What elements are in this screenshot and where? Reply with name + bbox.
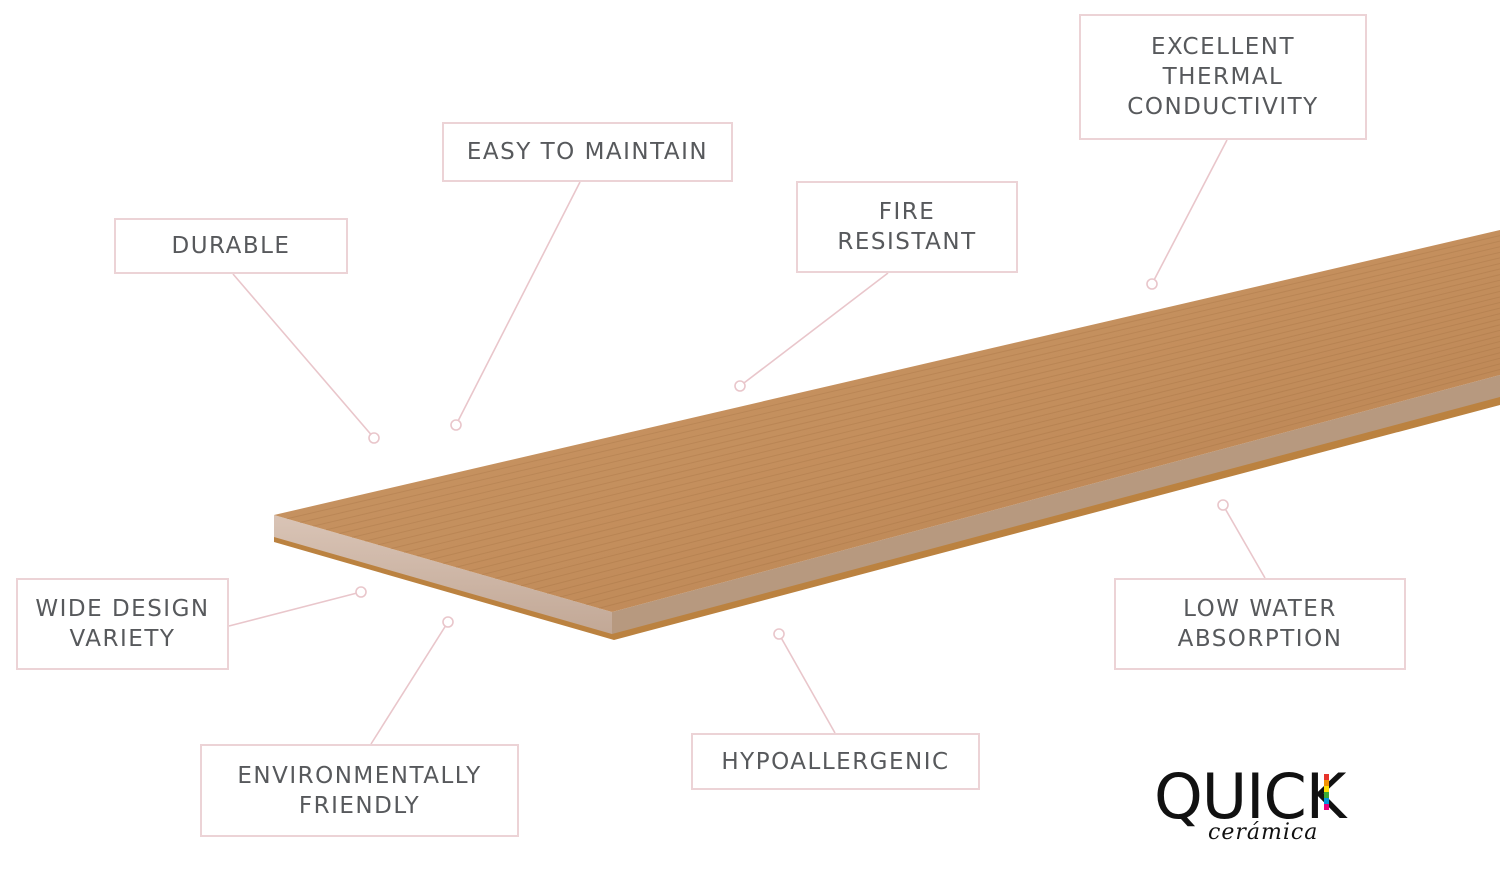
grain-line bbox=[481, 318, 1500, 576]
logo-stripe bbox=[1324, 804, 1329, 810]
leader-line-thermal-conductivity bbox=[1151, 139, 1228, 285]
grain-line bbox=[364, 268, 1500, 542]
grain-line bbox=[455, 307, 1500, 568]
grain-line bbox=[312, 246, 1500, 527]
grain-line bbox=[468, 313, 1500, 572]
leader-lines bbox=[228, 139, 1266, 745]
feature-label-line: RESISTANT bbox=[837, 229, 977, 255]
feature-label-line: VARIETY bbox=[69, 626, 176, 652]
leader-dot-environmentally-friendly bbox=[442, 616, 454, 628]
grain-line bbox=[494, 324, 1500, 579]
feature-label-line: LOW WATER bbox=[1183, 596, 1337, 622]
grain-line bbox=[507, 329, 1500, 583]
logo-stripe bbox=[1324, 798, 1329, 804]
grain-line bbox=[572, 357, 1500, 602]
feature-label-line: FIRE bbox=[878, 199, 936, 225]
leader-dot-wide-design-variety bbox=[355, 586, 367, 598]
grain-line bbox=[442, 302, 1500, 564]
grain-line bbox=[520, 335, 1500, 587]
feature-label-line: THERMAL bbox=[1162, 64, 1284, 90]
feature-box-low-water-absorption: LOW WATER ABSORPTION bbox=[1114, 578, 1406, 670]
leader-dot-fire-resistant bbox=[734, 380, 746, 392]
leader-line-hypoallergenic bbox=[778, 633, 836, 734]
grain-line bbox=[559, 352, 1500, 598]
leader-dot-low-water-absorption bbox=[1217, 499, 1229, 511]
grain-line bbox=[585, 363, 1500, 606]
leader-line-low-water-absorption bbox=[1222, 504, 1266, 579]
grain-line bbox=[351, 262, 1500, 538]
leader-line-wide-design-variety bbox=[228, 591, 362, 627]
feature-label-line: DURABLE bbox=[171, 233, 291, 259]
feature-box-easy-to-maintain: EASY TO MAINTAIN bbox=[442, 122, 733, 182]
grain-line bbox=[403, 285, 1500, 553]
quick-ceramica-logo: QUICK cerámica bbox=[1150, 762, 1380, 852]
logo-k-stripes bbox=[1324, 774, 1329, 810]
plank-core-side bbox=[612, 375, 1500, 634]
grain-line bbox=[429, 296, 1500, 561]
grain-line bbox=[533, 341, 1500, 591]
plank-top-surface bbox=[274, 230, 1500, 612]
logo-stripe bbox=[1324, 786, 1329, 792]
feature-label-line: FRIENDLY bbox=[298, 792, 421, 819]
plank-core-front bbox=[274, 515, 612, 634]
leader-line-durable bbox=[232, 273, 375, 439]
feature-box-wide-design-variety: WIDE DESIGN VARIETY bbox=[16, 578, 229, 670]
grain-line bbox=[416, 290, 1500, 557]
grain-line bbox=[390, 279, 1500, 550]
feature-label-line: EASY TO MAINTAIN bbox=[466, 139, 709, 165]
leader-dot-thermal-conductivity bbox=[1146, 278, 1158, 290]
wood-grain bbox=[286, 235, 1500, 609]
leader-line-easy-to-maintain bbox=[455, 181, 581, 426]
feature-box-fire-resistant: FIRE RESISTANT bbox=[796, 181, 1018, 273]
feature-label-line: ABSORPTION bbox=[1177, 626, 1343, 652]
feature-label-line: CONDUCTIVITY bbox=[1127, 94, 1319, 120]
leader-dot-easy-to-maintain bbox=[450, 419, 462, 431]
logo-word: QUICK bbox=[1154, 760, 1346, 833]
logo-stripe bbox=[1324, 780, 1329, 786]
logo-stripe bbox=[1324, 774, 1329, 780]
grain-line bbox=[286, 235, 1500, 520]
grain-line bbox=[325, 251, 1500, 531]
grain-line bbox=[546, 346, 1500, 594]
leader-line-environmentally-friendly bbox=[370, 621, 449, 745]
leader-dot-durable bbox=[368, 432, 380, 444]
grain-line bbox=[338, 257, 1500, 535]
feature-label-line: EXCELLENT bbox=[1150, 34, 1296, 60]
grain-line bbox=[598, 368, 1500, 609]
feature-label-line: HYPOALLERGENIC bbox=[721, 748, 950, 775]
leader-line-fire-resistant bbox=[739, 272, 889, 387]
leader-dot-hypoallergenic bbox=[773, 628, 785, 640]
grain-line bbox=[377, 274, 1500, 546]
feature-box-durable: DURABLE bbox=[114, 218, 348, 274]
logo-subtitle: cerámica bbox=[1208, 820, 1319, 845]
grain-line bbox=[299, 240, 1500, 523]
logo-stripe bbox=[1324, 792, 1329, 798]
feature-box-environmentally-friendly: ENVIRONMENTALLY FRIENDLY bbox=[200, 744, 519, 837]
feature-box-thermal-conductivity: EXCELLENT THERMAL CONDUCTIVITY bbox=[1079, 14, 1367, 140]
feature-label-line: WIDE DESIGN bbox=[35, 596, 210, 622]
feature-box-hypoallergenic: HYPOALLERGENIC bbox=[691, 733, 980, 790]
feature-label-line: ENVIRONMENTALLY bbox=[237, 762, 482, 789]
